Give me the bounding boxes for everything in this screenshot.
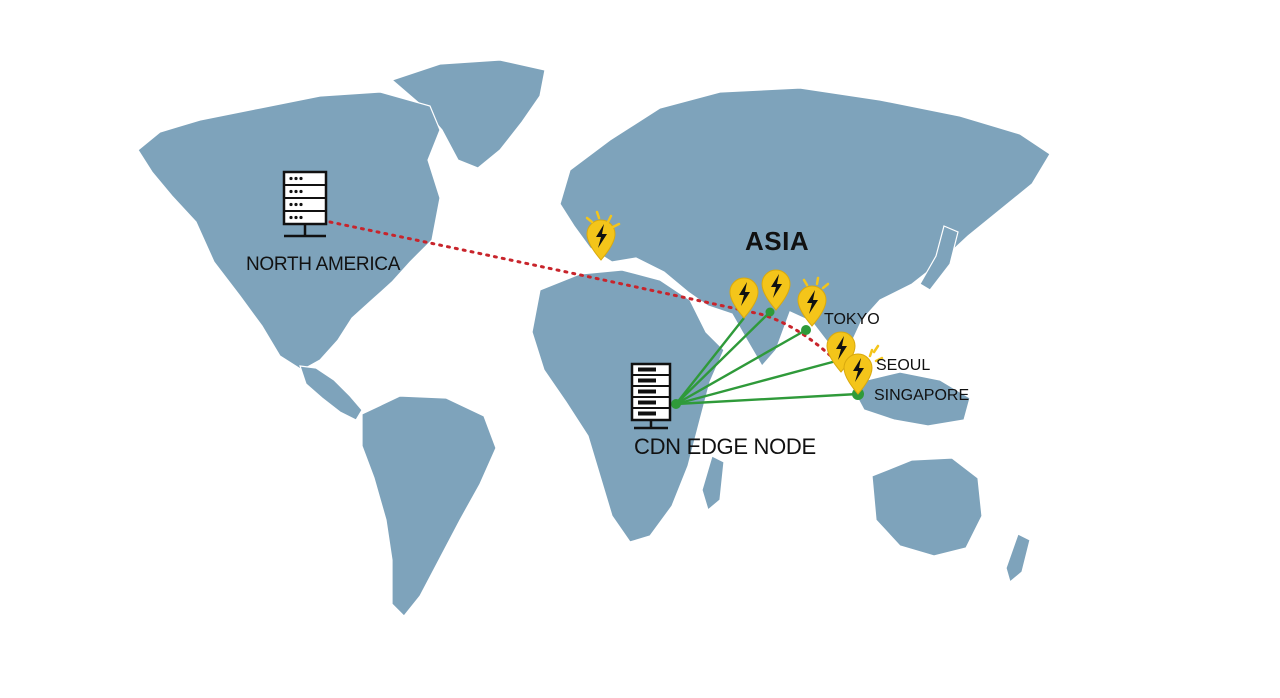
edge-link-5 bbox=[675, 392, 859, 406]
edge-links bbox=[671, 307, 864, 409]
label-north-america: NORTH AMERICA bbox=[246, 254, 401, 275]
edge-link-4 bbox=[675, 358, 841, 406]
pin-singapore bbox=[843, 344, 884, 395]
edge-link-1 bbox=[675, 317, 745, 405]
edge-endpoint-hub bbox=[671, 399, 681, 409]
origin-server-icon bbox=[282, 170, 328, 238]
pin-middle-east-2 bbox=[761, 269, 791, 311]
label-asia: ASIA bbox=[745, 226, 810, 256]
new-zealand bbox=[1005, 533, 1031, 584]
north-america bbox=[137, 91, 441, 371]
edge-endpoint-tokyo bbox=[801, 325, 811, 335]
africa bbox=[531, 269, 725, 543]
edge-server-icon bbox=[630, 362, 672, 430]
label-tokyo: TOKYO bbox=[824, 311, 880, 328]
pin-tokyo bbox=[797, 276, 830, 327]
madagascar bbox=[701, 455, 725, 512]
long-haul-route bbox=[328, 220, 864, 390]
japan bbox=[919, 225, 959, 291]
australia bbox=[871, 457, 983, 557]
label-cdn-edge-node: CDN EDGE NODE bbox=[634, 434, 816, 459]
edge-link-3 bbox=[675, 328, 807, 406]
edge-endpoint-1 bbox=[765, 307, 775, 317]
southeast-asia-islands bbox=[849, 371, 971, 427]
landmasses bbox=[137, 59, 1051, 617]
south-america bbox=[361, 395, 497, 617]
pin-middle-east-1 bbox=[729, 277, 759, 319]
label-seoul: SEOUL bbox=[876, 357, 931, 374]
edge-link-2 bbox=[675, 311, 771, 405]
label-singapore: SINGAPORE bbox=[874, 387, 970, 404]
central-america bbox=[299, 365, 363, 421]
pin-europe bbox=[585, 210, 621, 261]
